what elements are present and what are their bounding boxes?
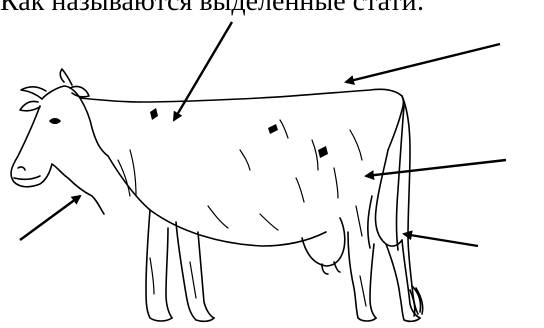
mouth: [14, 176, 40, 179]
tail-outer: [397, 106, 405, 250]
cow-drawing: [11, 69, 423, 321]
spot-2: [268, 124, 278, 134]
dewlap-arrow: [20, 196, 80, 240]
hind-leg-left-back: [370, 244, 376, 318]
back-arrow: [346, 44, 500, 82]
tail: [402, 96, 418, 314]
hock-arrow: [404, 234, 478, 246]
hind-leg-left: [348, 232, 376, 321]
right-horn: [60, 69, 72, 85]
front-leg-left: [146, 210, 172, 321]
neck-top: [80, 98, 140, 102]
nostril: [18, 167, 25, 170]
back-line: [140, 89, 402, 102]
spot-1: [150, 108, 158, 120]
right-ear: [70, 86, 89, 96]
udder: [302, 218, 345, 266]
front-leg-left-back: [166, 228, 172, 318]
left-ear: [20, 101, 40, 110]
dewlap: [68, 178, 104, 214]
withers-arrow: [174, 22, 232, 120]
eye: [50, 119, 60, 124]
arrows: [20, 22, 506, 246]
belly: [108, 156, 326, 246]
left-horn: [21, 87, 46, 99]
face-outline: [11, 106, 68, 187]
thigh-arrow: [366, 160, 506, 176]
front-leg-right-back: [198, 232, 214, 318]
spot-3: [318, 146, 328, 158]
thigh-inner: [368, 196, 372, 248]
teat-2: [334, 262, 340, 272]
